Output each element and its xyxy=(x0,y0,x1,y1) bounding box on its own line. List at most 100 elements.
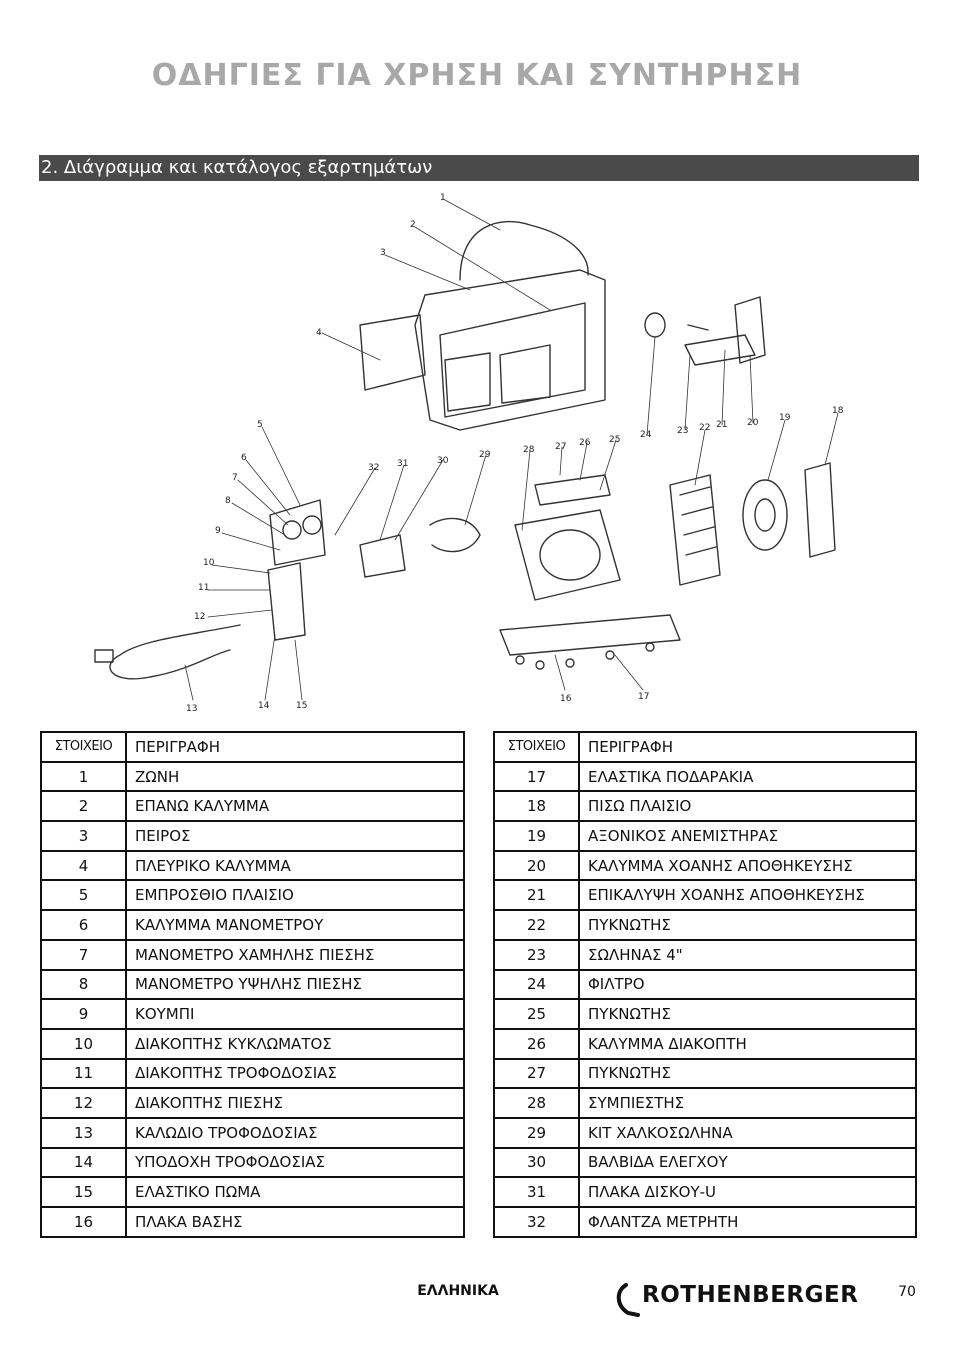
part-number: 29 xyxy=(493,1116,580,1149)
part-description: ΚΙΤ ΧΑΛΚΟΣΩΛΗΝΑ xyxy=(578,1116,917,1149)
header-item: ΣΤΟΙΧΕΙΟ xyxy=(40,731,127,763)
part-description: ΦΙΛΤΡΟ xyxy=(578,968,917,1001)
housing-part xyxy=(414,269,606,431)
part-number: 7 xyxy=(40,938,127,971)
callout-5: 5 xyxy=(257,420,263,430)
part-number: 31 xyxy=(493,1176,580,1208)
part-description: ΜΑΝΟΜΕΤΡΟ ΧΑΜΗΛΗΣ ΠΙΕΣΗΣ xyxy=(125,938,465,971)
part-number: 11 xyxy=(40,1057,127,1090)
part-number: 32 xyxy=(493,1206,580,1238)
header-item: ΣΤΟΙΧΕΙΟ xyxy=(493,731,580,763)
part-description: ΠΥΚΝΩΤΗΣ xyxy=(578,909,917,941)
callout-18: 18 xyxy=(832,406,844,416)
callout-17: 17 xyxy=(638,692,649,702)
callout-32: 32 xyxy=(368,463,379,473)
callout-11: 11 xyxy=(198,583,209,593)
callout-14: 14 xyxy=(258,701,270,711)
part-description: ΕΜΠΡΟΣΘΙΟ ΠΛΑΙΣΙΟ xyxy=(125,879,465,912)
part-description: ΒΑΛΒΙΔΑ ΕΛΕΓΧΟΥ xyxy=(578,1146,917,1179)
part-description: ΚΑΛΥΜΜΑ ΜΑΝΟΜΕΤΡΟΥ xyxy=(125,909,465,941)
part-number: 27 xyxy=(493,1057,580,1090)
brand-name: ROTHENBERGER xyxy=(642,1282,859,1308)
part-description: ΠΙΣΩ ΠΛΑΙΣΙΟ xyxy=(578,790,917,823)
part-number: 22 xyxy=(493,909,580,941)
power-cord-part xyxy=(109,624,241,680)
part-number: 16 xyxy=(40,1206,127,1238)
part-description: ΠΥΚΝΩΤΗΣ xyxy=(578,1057,917,1090)
base-plate-part xyxy=(499,614,681,656)
part-number: 6 xyxy=(40,909,127,941)
part-description: ΥΠΟΔΟΧΗ ΤΡΟΦΟΔΟΣΙΑΣ xyxy=(125,1146,465,1179)
part-number: 9 xyxy=(40,998,127,1030)
callout-29: 29 xyxy=(479,450,491,460)
callout-6: 6 xyxy=(241,453,247,463)
callout-19: 19 xyxy=(779,413,791,423)
page-title: ΟΔΗΓΙΕΣ ΓΙΑ ΧΡΗΣΗ ΚΑΙ ΣΥΝΤΗΡΗΣΗ xyxy=(151,58,803,93)
part-number: 10 xyxy=(40,1027,127,1060)
part-description: ΠΕΙΡΟΣ xyxy=(125,820,465,852)
part-number: 21 xyxy=(493,879,580,912)
callout-23: 23 xyxy=(677,426,688,436)
page-number: 70 xyxy=(898,1284,916,1300)
part-number: 19 xyxy=(493,820,580,852)
part-description: ΦΛΑΝΤΖΑ ΜΕΤΡΗΤΗ xyxy=(578,1206,917,1238)
part-description: ΠΛΑΚΑ ΔΙΣΚΟΥ-U xyxy=(578,1176,917,1208)
part-number: 15 xyxy=(40,1176,127,1208)
part-number: 30 xyxy=(493,1146,580,1179)
part-description: ΠΛΕΥΡΙΚΟ ΚΑΛΥΜΜΑ xyxy=(125,849,465,882)
table-header-row: ΣΤΟΙΧΕΙΟ ΠΕΡΙΓΡΑΦΗ xyxy=(493,731,917,763)
callout-13: 13 xyxy=(186,704,197,714)
part-number: 12 xyxy=(40,1087,127,1119)
part-number: 8 xyxy=(40,968,127,1001)
callout-10: 10 xyxy=(203,558,215,568)
footer-language: ΕΛΛΗΝΙΚΑ xyxy=(417,1283,499,1299)
part-description: ΚΑΛΥΜΜΑ ΧΟΑΝΗΣ ΑΠΟΘΗΚΕΥΣΗΣ xyxy=(578,849,917,882)
part-number: 4 xyxy=(40,849,127,882)
rothenberger-logo: ROTHENBERGER xyxy=(612,1279,862,1319)
part-description: ΣΩΛΗΝΑΣ 4" xyxy=(578,938,917,971)
fan-part xyxy=(742,479,788,551)
callout-24: 24 xyxy=(640,430,652,440)
callout-30: 30 xyxy=(437,456,449,466)
part-number: 2 xyxy=(40,790,127,823)
callout-27: 27 xyxy=(555,442,566,452)
part-number: 17 xyxy=(493,760,580,793)
part-description: ΚΑΛΥΜΜΑ ΔΙΑΚΟΠΤΗ xyxy=(578,1027,917,1060)
part-number: 14 xyxy=(40,1146,127,1179)
part-number: 24 xyxy=(493,968,580,1001)
callout-12: 12 xyxy=(194,612,205,622)
part-description: ΠΥΚΝΩΤΗΣ xyxy=(578,998,917,1030)
callout-28: 28 xyxy=(523,445,535,455)
part-description: ΔΙΑΚΟΠΤΗΣ ΤΡΟΦΟΔΟΣΙΑΣ xyxy=(125,1057,465,1090)
part-description: ΖΩΝΗ xyxy=(125,760,465,793)
part-number: 3 xyxy=(40,820,127,852)
belt-part xyxy=(459,220,589,281)
callout-9: 9 xyxy=(215,526,221,536)
callout-8: 8 xyxy=(225,496,231,506)
header-description: ΠΕΡΙΓΡΑΦΗ xyxy=(578,731,917,763)
